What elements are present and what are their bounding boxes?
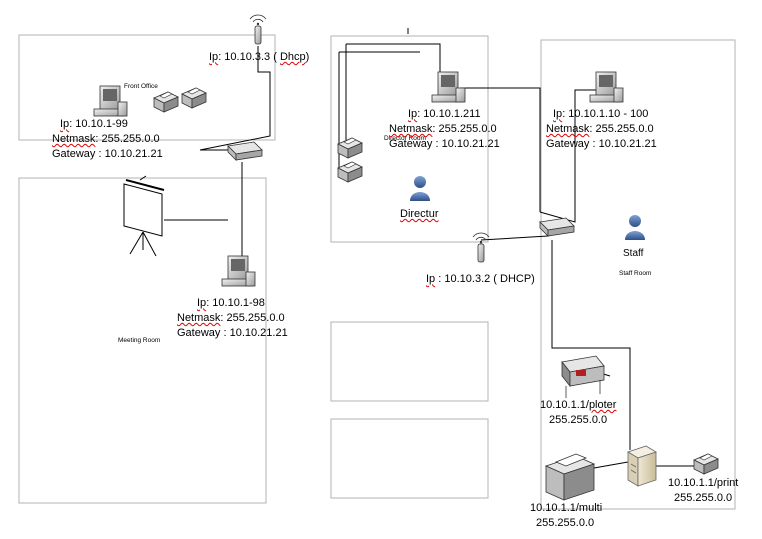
director-person-icon — [410, 176, 430, 201]
director-pc-icon — [431, 71, 466, 103]
front-pc-ip: Ip: 10.10.1-99 — [60, 118, 128, 130]
meeting-pc-netmask: Netmask: 255.255.0.0 — [177, 312, 285, 324]
printer-mask: 255.255.0.0 — [674, 492, 733, 504]
plotter-icon — [561, 355, 605, 398]
switch-front-icon — [227, 141, 263, 161]
director-fax-icon — [337, 161, 363, 183]
meeting-pc-ip: Ip: 10.10.1-98 — [197, 297, 265, 309]
staff-room — [540, 39, 736, 510]
multifunction-printer-icon — [544, 453, 596, 501]
staff-pc-netmask: Netmask: 255.255.0.0 — [546, 123, 654, 135]
multifunction-mask: 255.255.0.0 — [536, 517, 595, 529]
front-office-pc-icon — [93, 85, 128, 117]
plotter-address: 10.10.1.1/ploter — [540, 399, 617, 411]
empty-room-2 — [330, 418, 489, 499]
front-pc-gateway: Gateway : 10.10.21.21 — [52, 148, 163, 160]
multifunction-address: 10.10.1.1/multi — [530, 502, 603, 514]
staff-person-icon — [625, 215, 645, 240]
meeting-pc-gateway: Gateway : 10.10.21.21 — [177, 327, 288, 339]
front-office-printer-icon — [153, 91, 179, 113]
front-office-fax-icon — [181, 87, 207, 109]
server-icon — [627, 445, 657, 487]
director-person-label: Directur — [400, 208, 439, 220]
staff-room-label: Staff Room — [619, 270, 652, 277]
meeting-room-pc-icon — [221, 255, 256, 287]
meeting-room-label: Meeting Room — [118, 337, 161, 344]
projector-screen-icon — [123, 175, 165, 257]
access-point-top-ip: Ip: 10.10.3.3 ( Dhcp) — [209, 51, 310, 63]
staff-pc-gateway: Gateway : 10.10.21.21 — [546, 138, 657, 150]
front-pc-netmask: Netmask: 255.255.0.0 — [52, 133, 160, 145]
plotter-mask: 255.255.0.0 — [549, 414, 608, 426]
access-point-mid-ip: Ip : 10.10.3.2 ( DHCP) — [426, 273, 535, 285]
staff-pc-icon — [589, 71, 624, 103]
access-point-top-icon — [249, 14, 267, 45]
front-office-room — [18, 34, 276, 141]
staff-pc-ip: Ip: 10.10.1.10 - 100 — [553, 108, 649, 120]
printer-address: 10.10.1.1/print — [668, 477, 739, 489]
director-pc-gateway: Gateway : 10.10.21.21 — [389, 138, 500, 150]
director-printer-icon — [337, 137, 363, 159]
switch-staff-icon — [539, 217, 575, 237]
network-printer-icon — [693, 453, 719, 475]
front-office-label: Front Office — [124, 83, 158, 90]
director-pc-netmask: Netmask: 255.255.0.0 — [389, 123, 497, 135]
director-room-label: Director Room — [384, 135, 426, 142]
access-point-mid-icon — [472, 232, 490, 263]
director-room — [330, 35, 489, 243]
staff-person-label: Staff — [623, 248, 644, 259]
empty-room-1 — [330, 321, 489, 402]
director-pc-ip: Ip: 10.10.1.211 — [408, 108, 481, 120]
